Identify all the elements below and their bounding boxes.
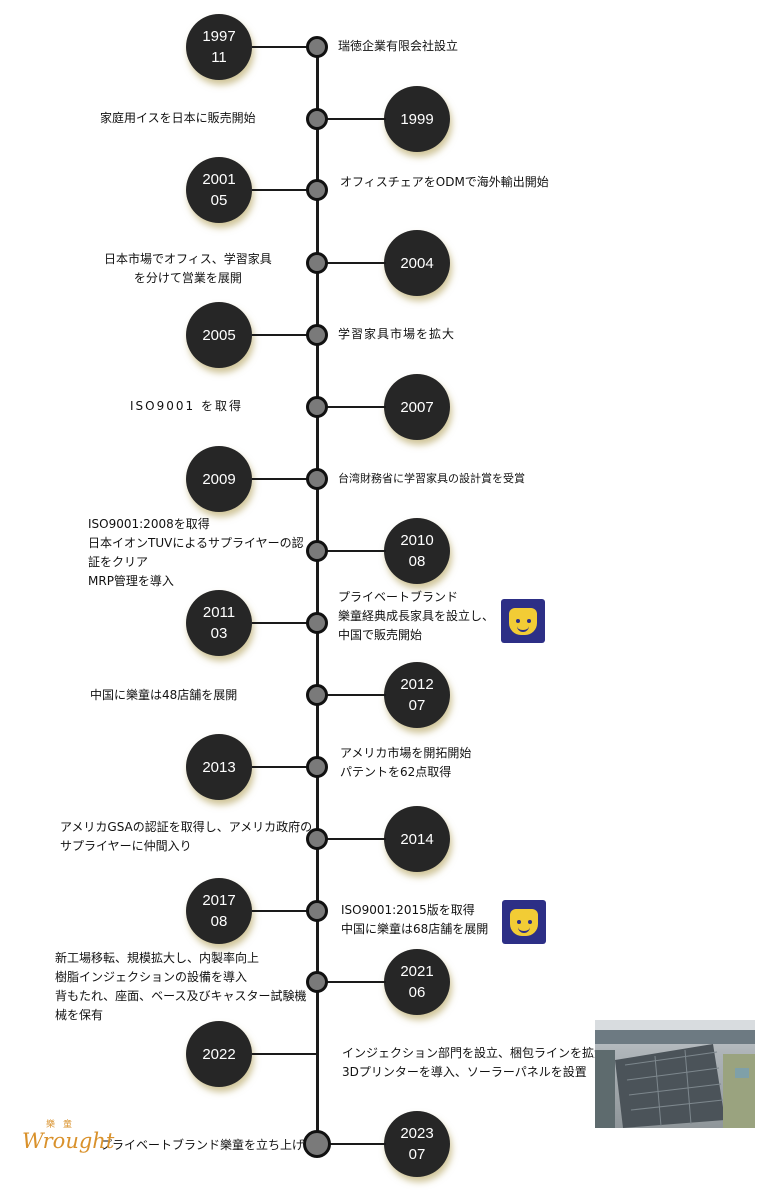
mascot-logo-icon [502,900,546,944]
timeline-dot [306,324,328,346]
connector [252,46,312,48]
year-circle-2005: 2005 [186,302,252,368]
event-text: 学習家具市場を拡大 [338,327,456,341]
connector [252,910,312,912]
timeline-dot [306,756,328,778]
year-circle-2012: 2012 07 [384,662,450,728]
month-label: 07 [408,697,426,714]
month-label: 11 [211,49,227,66]
year-label: 1997 [202,28,236,45]
event-text: オフィスチェアをODMで海外輸出開始 [340,175,549,189]
year-label: 2013 [202,758,236,776]
event-text: 日本市場でオフィス、学習家具 を分けて営業を展開 [104,252,272,285]
year-circle-2021: 2021 06 [384,949,450,1015]
year-circle-2014: 2014 [384,806,450,872]
timeline-dot [306,900,328,922]
timeline-dot [306,396,328,418]
year-label: 2004 [400,254,434,272]
factory-solar-roof-photo [595,1020,755,1128]
timeline-dot [306,179,328,201]
event-text: 瑞徳企業有限会社設立 [338,39,459,53]
year-label: 2021 [400,963,434,980]
month-label: 08 [210,913,228,930]
connector [324,694,386,696]
year-circle-2023: 2023 07 [384,1111,450,1177]
year-label: 2022 [202,1045,236,1063]
connector [324,406,386,408]
year-label: 2011 [202,604,236,621]
year-label: 2009 [202,470,236,488]
year-label: 2010 [400,532,434,549]
timeline-dot [306,36,328,58]
brand-logo: 樂童 Wrought [22,1117,114,1157]
year-circle-2017: 2017 08 [186,878,252,944]
connector [328,1143,386,1145]
month-label: 07 [408,1146,426,1163]
year-label: 2007 [400,398,434,416]
mascot-logo-icon [501,599,545,643]
event-text: 家庭用イスを日本に販売開始 [100,111,256,125]
month-label: 03 [210,625,228,642]
year-circle-2010: 2010 08 [384,518,450,584]
year-label: 2012 [400,676,434,693]
event-text: インジェクション部門を設立、梱包ラインを拡大、 3Dプリンターを導入、ソーラーパ… [342,1046,619,1079]
year-label: 2001 [202,171,236,188]
event-text: 台湾財務省に学習家具の設計賞を受賞 [338,472,525,485]
connector [252,478,312,480]
logo-top-text: 樂童 [46,1120,81,1130]
connector [252,189,312,191]
year-circle-2013: 2013 [186,734,252,800]
timeline-dot [306,252,328,274]
event-text: アメリカGSAの認証を取得し、アメリカ政府の サプライヤーに仲間入り [60,820,313,853]
timeline-dot [306,540,328,562]
year-circle-2004: 2004 [384,230,450,296]
timeline-dot [303,1130,331,1158]
timeline-dot [306,684,328,706]
event-text: プライベートブランド 樂童経典成長家具を設立し、 中国で販売開始 [338,590,495,642]
year-circle-2011: 2011 03 [186,590,252,656]
connector [324,118,386,120]
connector [324,550,386,552]
year-circle-2001: 2001 05 [186,157,252,223]
year-label: 2005 [202,326,236,344]
timeline-dot [306,971,328,993]
month-label: 05 [210,192,228,209]
event-text: アメリカ市場を開拓開始 パテントを62点取得 [340,746,472,779]
connector [252,766,312,768]
connector [324,838,386,840]
year-label: 2017 [202,892,236,909]
month-label: 08 [408,553,426,570]
connector [252,334,312,336]
year-circle-2022: 2022 [186,1021,252,1087]
timeline-dot [306,468,328,490]
year-label: 2014 [400,830,434,848]
connector [324,981,386,983]
event-text: 新工場移転、規模拡大し、内製率向上 樹脂インジェクションの設備を導入 背もたれ、… [55,951,307,1022]
year-circle-2009: 2009 [186,446,252,512]
year-label: 2023 [400,1125,434,1142]
timeline-dot [306,828,328,850]
timeline-axis [316,40,319,1150]
year-label: 1999 [400,110,434,128]
connector [252,1053,318,1055]
connector [252,622,312,624]
connector [324,262,386,264]
event-text: プライベートブランド樂童を立ち上げ [100,1138,305,1152]
event-text: ISO9001:2015版を取得 中国に樂童は68店舗を展開 [341,903,489,936]
timeline-dot [306,108,328,130]
year-circle-2007: 2007 [384,374,450,440]
factory-solar-roof-icon [595,1020,755,1128]
event-text: ISO9001:2008を取得 日本イオンTUVによるサプライヤーの認 証をクリ… [88,517,304,588]
timeline-dot [306,612,328,634]
year-circle-1997: 1997 11 [186,14,252,80]
month-label: 06 [408,984,426,1001]
event-text: 中国に樂童は48店舗を展開 [90,688,238,702]
event-text: ISO9001 を取得 [130,399,243,413]
logo-main-text: Wrought [22,1129,115,1153]
year-circle-1999: 1999 [384,86,450,152]
